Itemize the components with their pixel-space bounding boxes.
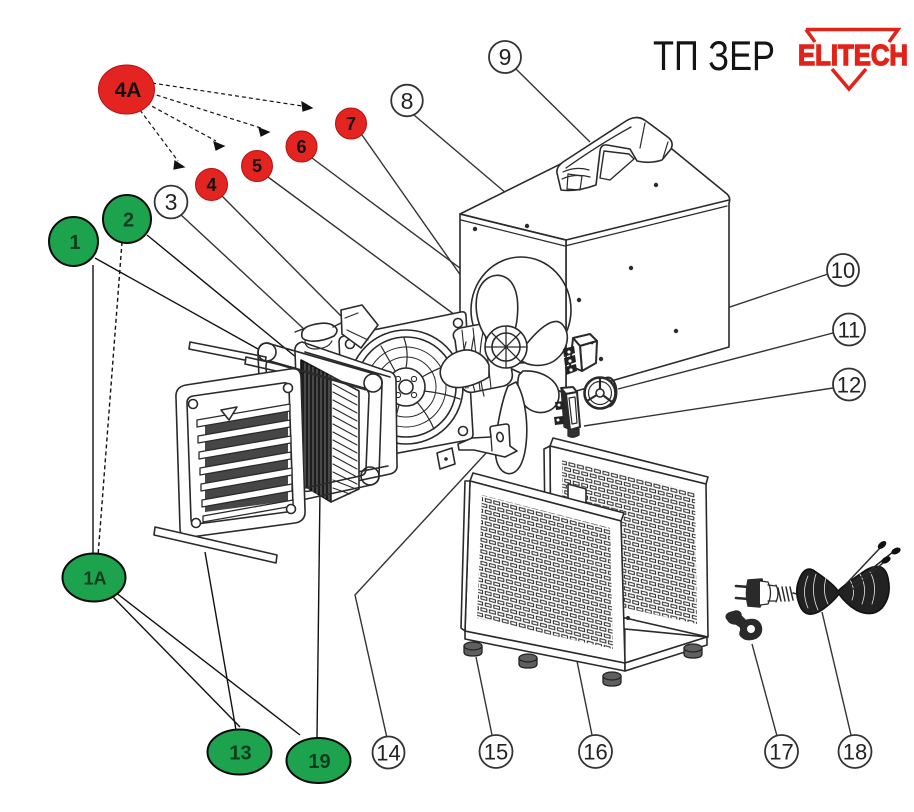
svg-text:16: 16 (583, 740, 607, 765)
svg-text:ТП ЗЕР: ТП ЗЕР (653, 32, 775, 79)
svg-text:2: 2 (123, 210, 134, 232)
svg-text:13: 13 (229, 743, 251, 765)
svg-text:3: 3 (165, 189, 178, 215)
svg-text:12: 12 (837, 373, 861, 398)
svg-text:17: 17 (769, 740, 793, 765)
svg-text:10: 10 (831, 258, 855, 283)
svg-text:ELITECH: ELITECH (798, 40, 908, 72)
svg-text:15: 15 (484, 740, 508, 765)
svg-text:14: 14 (376, 741, 400, 766)
svg-text:1: 1 (69, 232, 80, 254)
svg-text:18: 18 (843, 740, 867, 765)
svg-text:6: 6 (296, 137, 306, 157)
svg-text:9: 9 (499, 44, 512, 70)
svg-text:8: 8 (401, 88, 414, 114)
svg-text:4A: 4A (115, 79, 142, 102)
svg-text:11: 11 (838, 318, 861, 343)
svg-text:5: 5 (252, 156, 262, 176)
svg-text:4: 4 (206, 175, 216, 195)
svg-text:19: 19 (308, 751, 330, 773)
svg-text:1A: 1A (83, 569, 106, 589)
svg-text:7: 7 (346, 114, 356, 134)
